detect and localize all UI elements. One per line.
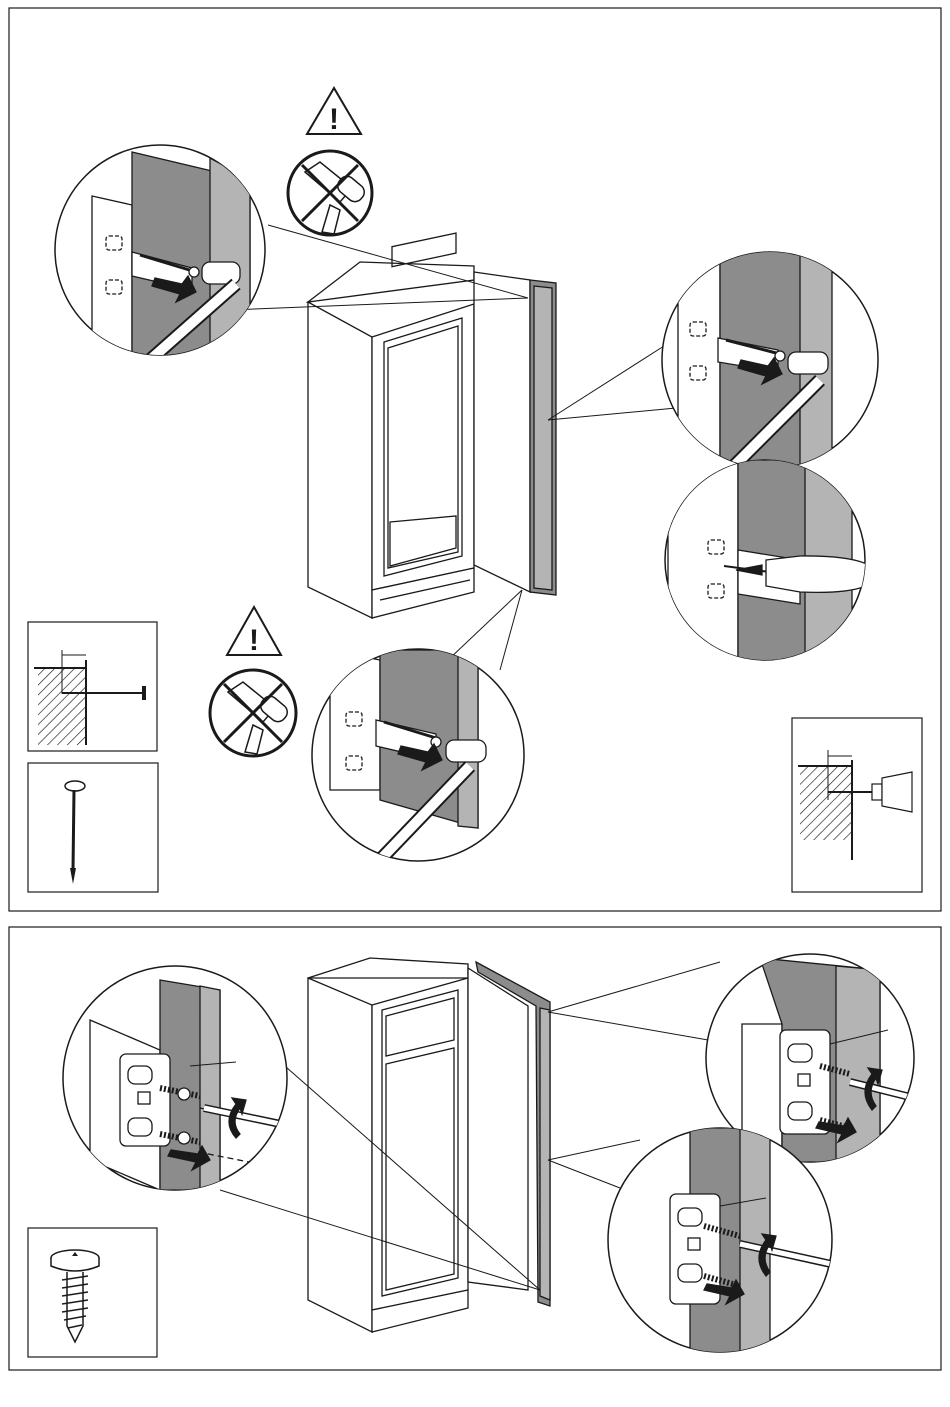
- inset-drill-depth: [792, 718, 922, 892]
- no-drill-icon-2: [210, 670, 296, 756]
- no-drill-icon: [288, 151, 372, 235]
- callout-bracket-left: [63, 966, 290, 1190]
- callout-nail-upper-right: [662, 250, 878, 470]
- cabinet-bottom: [308, 958, 468, 1332]
- callout-drill-right: [665, 460, 880, 665]
- warning-triangle-icon-2: !: [227, 607, 281, 657]
- callout-nail-lower: [312, 649, 524, 861]
- cabinet-top: [308, 233, 474, 618]
- door-bottom: [468, 962, 550, 1306]
- callout-bracket-lower-right: [608, 1128, 840, 1360]
- warning-symbol-2: !: [249, 624, 259, 657]
- door-top: [474, 272, 556, 595]
- inset-nail: [28, 763, 158, 892]
- warning-symbol: !: [329, 103, 339, 136]
- inset-nail-depth: [28, 622, 157, 751]
- callout-nail-upper-left: [55, 145, 265, 360]
- warning-triangle-icon: !: [307, 88, 361, 136]
- inset-screw: [28, 1228, 157, 1357]
